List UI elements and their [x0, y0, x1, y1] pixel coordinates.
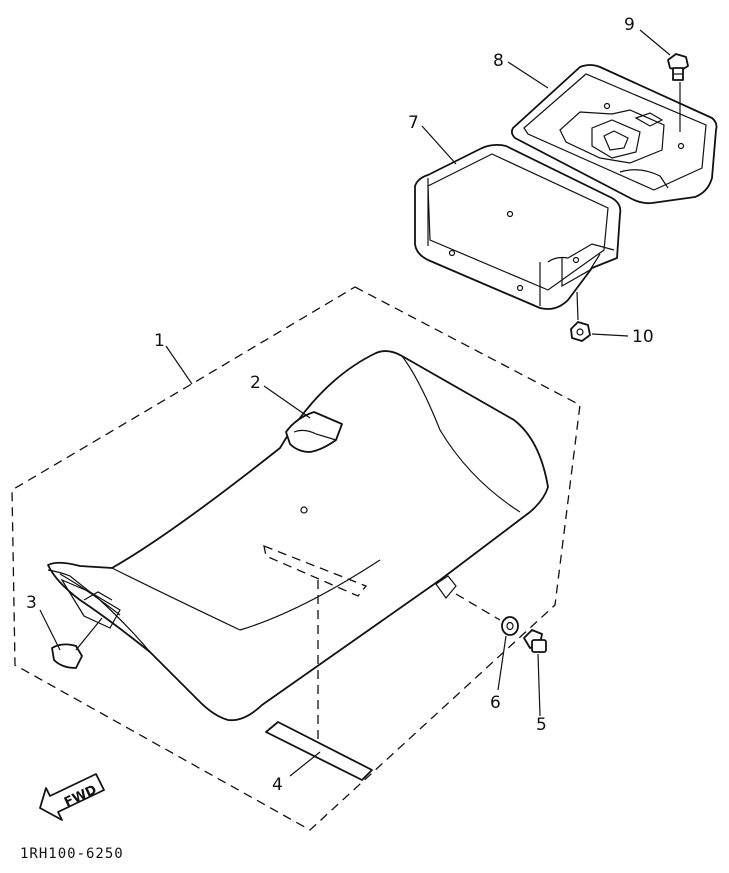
seat-assembly-outline: [11, 286, 581, 831]
callout-6: 6: [490, 693, 501, 713]
drawing-number: 1RH100-6250: [20, 846, 124, 862]
bolt-icon: [667, 53, 689, 132]
seat-strap-icon: [285, 411, 343, 453]
callout-8: 8: [493, 51, 504, 71]
damper-pad-icon: [265, 721, 373, 781]
callout-1: 1: [154, 331, 165, 351]
storage-box-icon: [414, 143, 622, 310]
washer-icon: [455, 593, 519, 636]
callout-5: 5: [536, 715, 547, 735]
box-cover-icon: [510, 64, 718, 205]
callout-9: 9: [624, 15, 635, 35]
callout-2: 2: [250, 373, 261, 393]
bolt-icon: [523, 629, 547, 653]
seat-icon: [47, 350, 549, 740]
fwd-arrow-icon: FWD: [39, 773, 105, 821]
callout-10: 10: [632, 327, 654, 347]
callout-7: 7: [408, 113, 419, 133]
seat-lock-icon: [51, 617, 103, 669]
leader-lines: [39, 29, 671, 777]
callout-3: 3: [26, 593, 37, 613]
nut-icon: [570, 291, 591, 342]
callout-4: 4: [272, 775, 283, 795]
